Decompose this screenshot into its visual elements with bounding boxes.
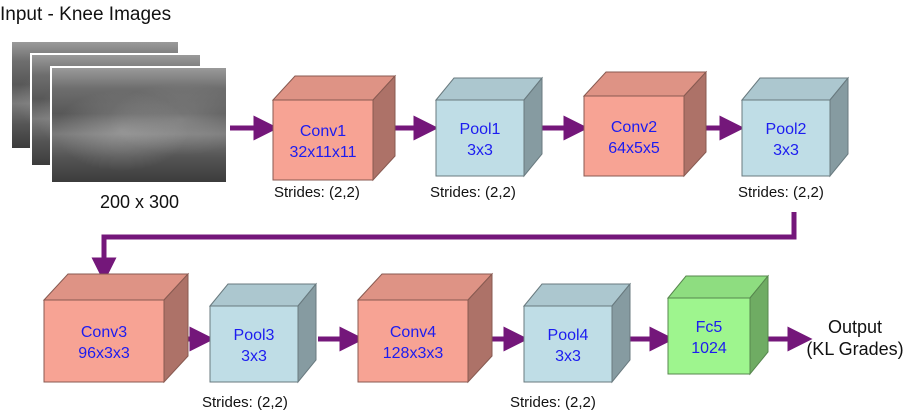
block-pool1-front-face — [435, 99, 525, 177]
block-conv2-front-face — [583, 95, 685, 177]
block-conv3-name: Conv3 — [81, 324, 127, 341]
block-fc5-front-face — [667, 297, 751, 375]
block-pool1-dims: 3x3 — [467, 142, 493, 159]
block-pool2: Pool2 3x3 — [740, 76, 850, 178]
block-conv3-front-face — [43, 299, 165, 383]
block-pool4-dims: 3x3 — [555, 348, 581, 365]
block-conv4-front-face — [357, 299, 469, 383]
block-pool1-name: Pool1 — [460, 121, 501, 138]
block-conv3-top-face — [42, 273, 190, 301]
block-pool3-front-face — [209, 305, 299, 383]
block-pool4: Pool4 3x3 — [522, 282, 632, 384]
block-conv2-dims: 64x5x5 — [608, 140, 660, 157]
strides-label-pool2: Strides: (2,2) — [738, 184, 824, 201]
block-conv2-name: Conv2 — [611, 119, 657, 136]
block-pool3-dims: 3x3 — [241, 348, 267, 365]
block-pool2-dims: 3x3 — [773, 142, 799, 159]
strides-label-pool1: Strides: (2,2) — [430, 184, 516, 201]
block-conv1-front-face — [272, 99, 374, 181]
block-pool4-name: Pool4 — [548, 327, 589, 344]
block-pool3: Pool3 3x3 — [208, 282, 318, 384]
block-conv4-name: Conv4 — [390, 324, 436, 341]
block-pool3-name: Pool3 — [234, 327, 275, 344]
block-conv3-dims: 96x3x3 — [78, 345, 130, 362]
strides-label-conv1: Strides: (2,2) — [274, 184, 360, 201]
output-label-line1: Output — [827, 317, 883, 337]
block-pool1: Pool1 3x3 — [434, 76, 544, 178]
strides-label-pool3: Strides: (2,2) — [202, 394, 288, 411]
block-pool4-front-face — [523, 305, 613, 383]
block-conv1-name: Conv1 — [300, 123, 346, 140]
input-title: Input - Knee Images — [0, 4, 172, 25]
arrow-pool2-to-conv3 — [91, 212, 797, 283]
block-conv4: Conv4 128x3x3 — [356, 272, 494, 384]
input-size-label: 200 x 300 — [100, 192, 180, 212]
block-conv3: Conv3 96x3x3 — [42, 272, 190, 384]
output-label-line2: (KL Grades) — [806, 339, 904, 359]
input-image-front — [50, 66, 228, 184]
block-conv1: Conv1 32x11x11 — [271, 74, 397, 182]
block-fc5: Fc5 1024 — [666, 274, 770, 376]
block-fc5-name: Fc5 — [696, 319, 723, 336]
block-conv1-dims: 32x11x11 — [289, 144, 356, 161]
block-conv4-dims: 128x3x3 — [383, 345, 444, 362]
block-fc5-dims: 1024 — [691, 340, 727, 357]
output-label: Output (KL Grades) — [798, 316, 911, 360]
block-conv2: Conv2 64x5x5 — [582, 70, 708, 178]
block-pool2-name: Pool2 — [766, 121, 807, 138]
block-pool2-front-face — [741, 99, 831, 177]
strides-label-pool4: Strides: (2,2) — [510, 394, 596, 411]
